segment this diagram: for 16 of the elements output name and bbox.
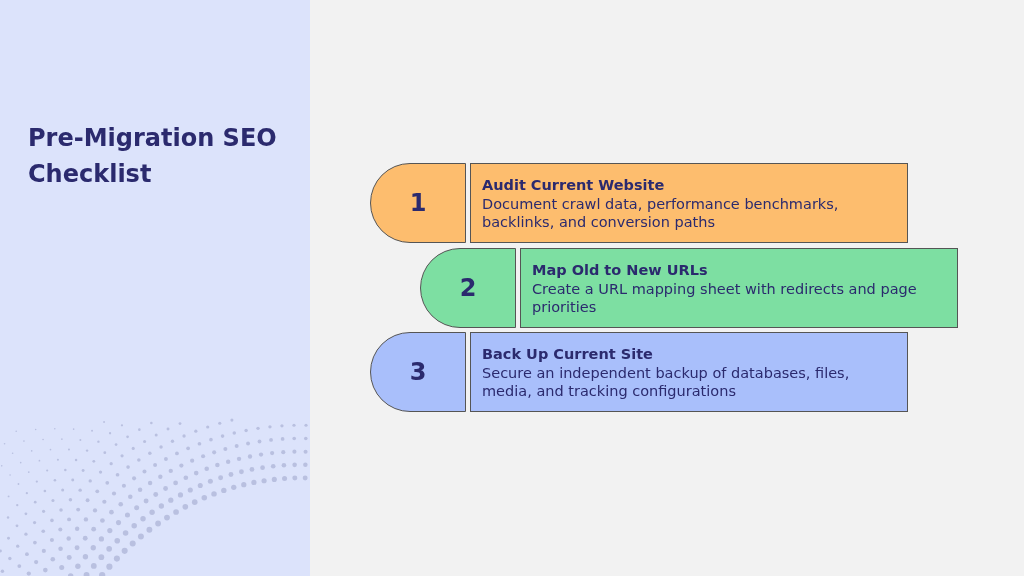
step-description: Document crawl data, performance benchmarks, backlinks, and conversion paths bbox=[482, 195, 840, 231]
step-description: Secure an independent backup of databases, files, media, and tracking configurations bbox=[482, 364, 851, 400]
step-number: 2 bbox=[459, 274, 477, 302]
step-heading: Map Old to New URLs bbox=[532, 261, 709, 280]
step-card bbox=[470, 332, 908, 412]
number-tab bbox=[420, 248, 516, 328]
step-card bbox=[470, 163, 908, 243]
step-card bbox=[520, 248, 958, 328]
step-heading: Back Up Current Site bbox=[482, 345, 654, 364]
number-tab bbox=[370, 332, 466, 412]
number-tab bbox=[370, 163, 466, 243]
step-heading: Audit Current Website bbox=[482, 176, 666, 195]
step-description: Create a URL mapping sheet with redirects and page priorities bbox=[532, 280, 918, 316]
step-number: 1 bbox=[409, 189, 427, 217]
step-number: 3 bbox=[409, 358, 427, 386]
title: Pre-Migration SEO Checklist bbox=[28, 123, 278, 190]
